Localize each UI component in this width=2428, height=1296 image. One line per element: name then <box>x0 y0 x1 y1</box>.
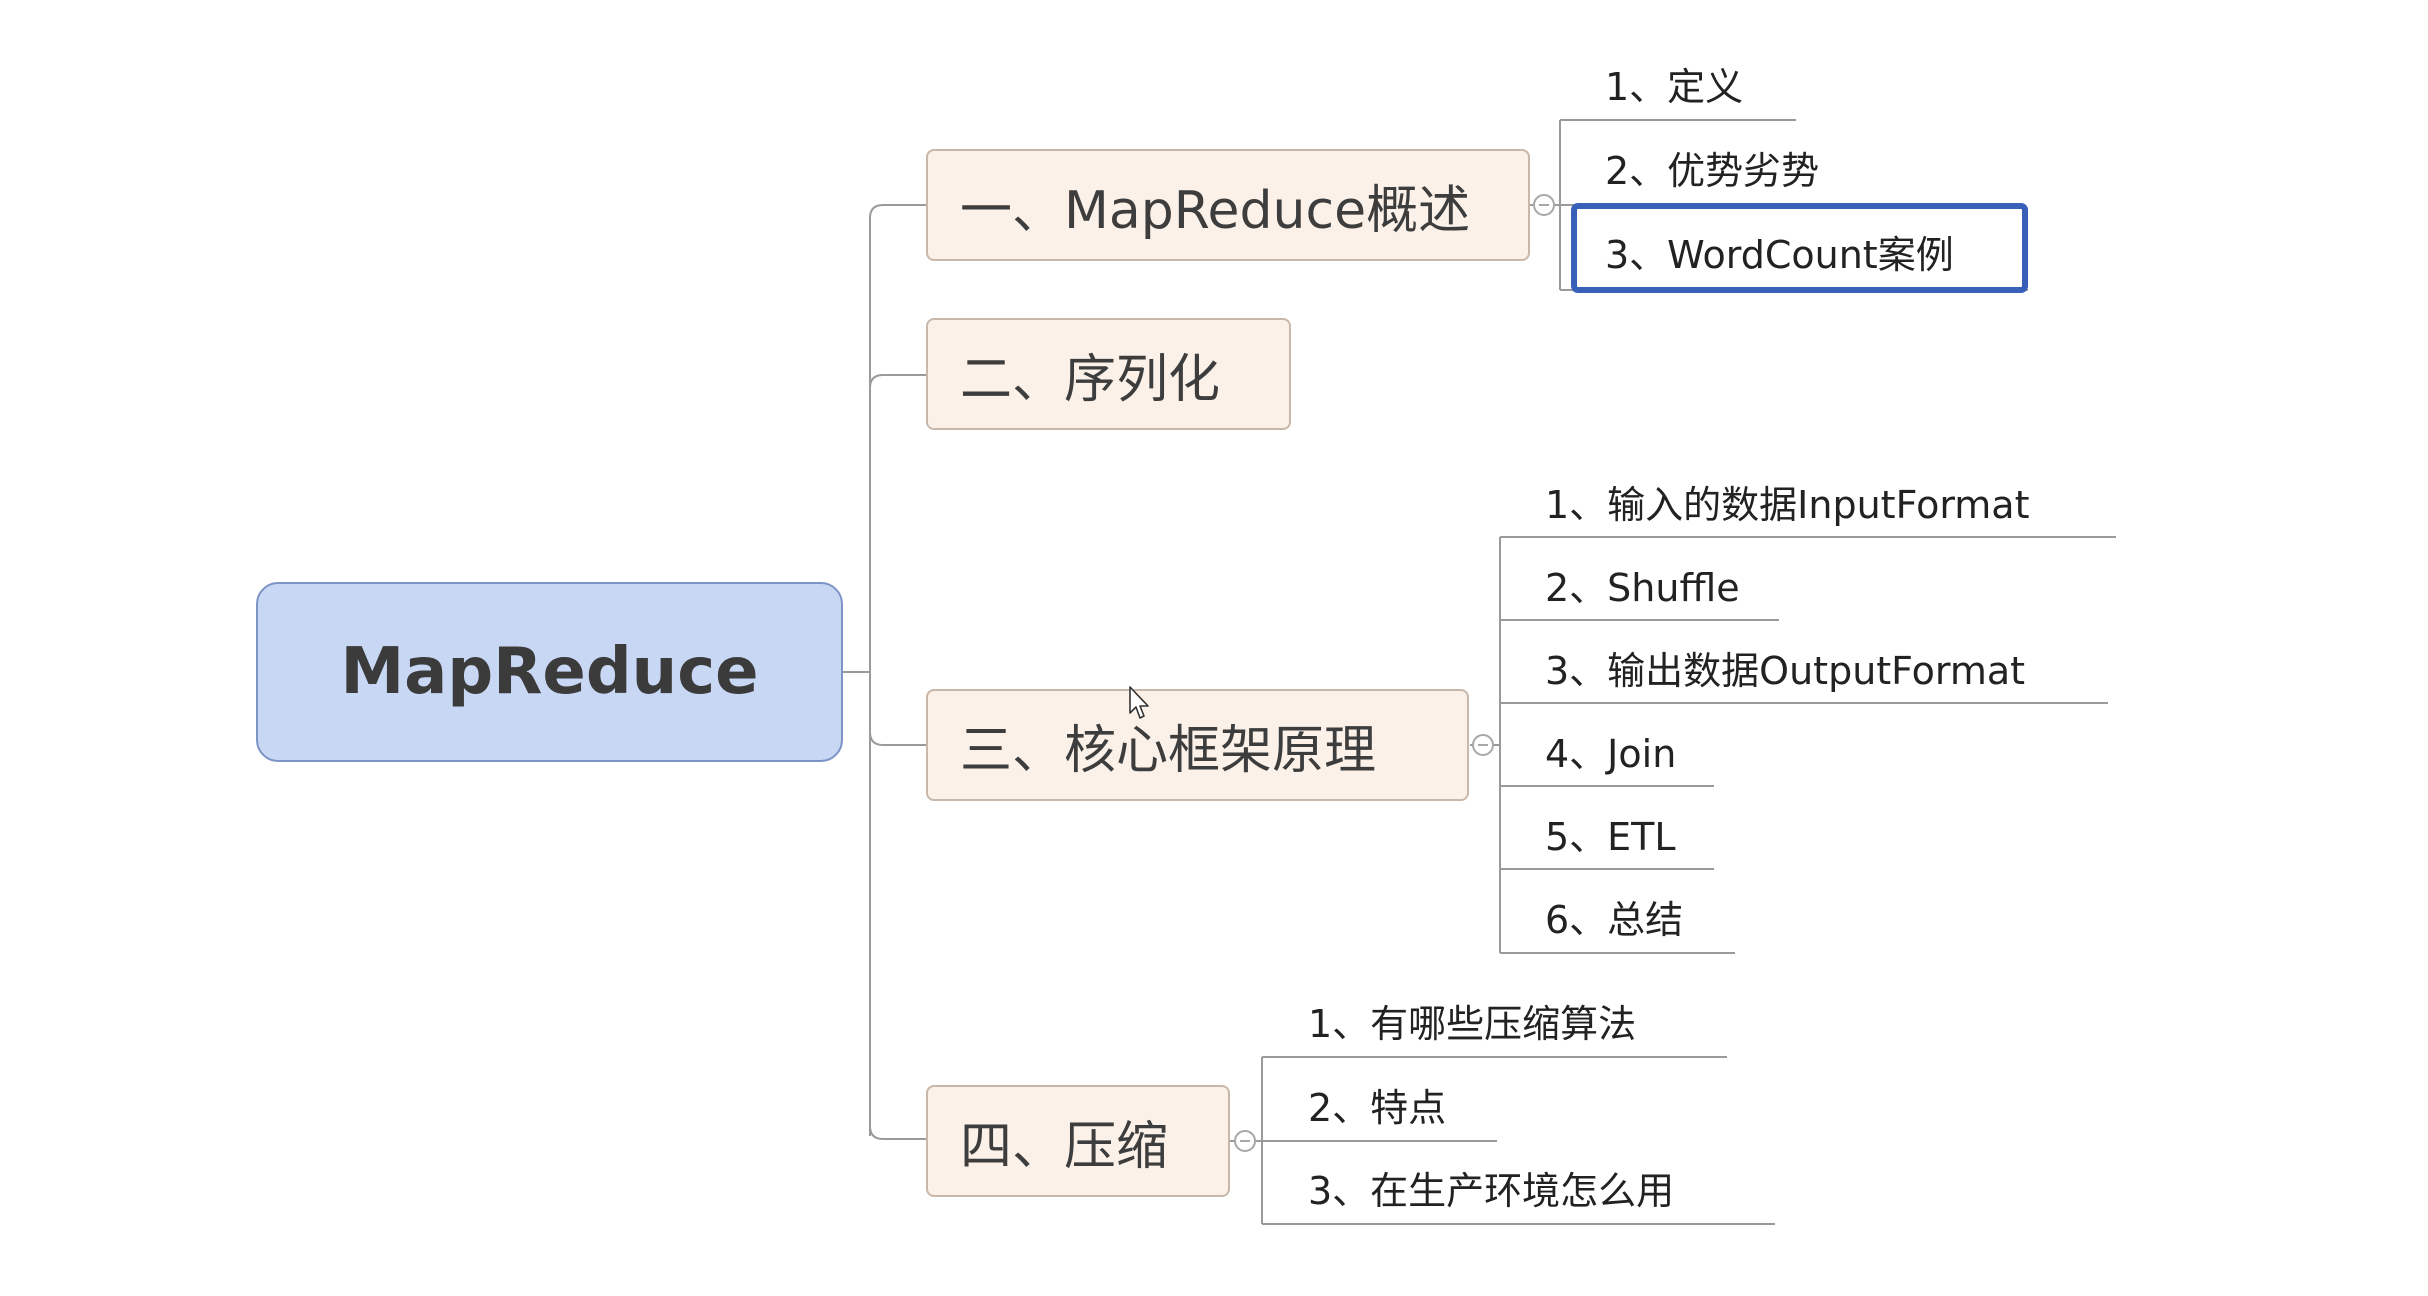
leaf-node-pros-cons[interactable]: 2、优势劣势 <box>1605 149 1820 193</box>
leaf-node-etl[interactable]: 5、ETL <box>1545 815 1676 859</box>
root-node[interactable]: MapReduce <box>256 582 843 762</box>
branch-node-label: 二、序列化 <box>960 349 1221 410</box>
collapse-icon[interactable] <box>1533 194 1555 216</box>
collapse-icon[interactable] <box>1472 734 1494 756</box>
branch-node-compression[interactable]: 四、压缩 <box>926 1085 1230 1197</box>
leaf-node-wordcount[interactable]: 3、WordCount案例 <box>1605 233 1954 277</box>
mouse-cursor-icon <box>1129 686 1149 719</box>
leaf-node-algorithms[interactable]: 1、有哪些压缩算法 <box>1308 1002 1637 1046</box>
leaf-node-production-use[interactable]: 3、在生产环境怎么用 <box>1308 1169 1675 1213</box>
leaf-node-summary[interactable]: 6、总结 <box>1545 898 1684 942</box>
connector-line <box>869 374 926 389</box>
branch-node-core-framework[interactable]: 三、核心框架原理 <box>926 689 1469 801</box>
branch-node-serialization[interactable]: 二、序列化 <box>926 318 1291 430</box>
leaf-node-features[interactable]: 2、特点 <box>1308 1086 1447 1130</box>
branch-node-label: 三、核心框架原理 <box>960 720 1377 781</box>
leaf-node-outputformat[interactable]: 3、输出数据OutputFormat <box>1545 649 2026 693</box>
branch-node-overview[interactable]: 一、MapReduce概述 <box>926 149 1530 261</box>
leaf-node-shuffle[interactable]: 2、Shuffle <box>1545 566 1740 610</box>
leaf-node-definition[interactable]: 1、定义 <box>1605 65 1744 109</box>
leaf-node-join[interactable]: 4、Join <box>1545 732 1677 776</box>
selection-highlight <box>1571 203 2028 293</box>
connector-line <box>869 1125 926 1140</box>
connector-line <box>869 731 926 746</box>
branch-node-label: 四、压缩 <box>960 1116 1169 1177</box>
leaf-node-inputformat[interactable]: 1、输入的数据InputFormat <box>1545 483 2030 527</box>
branch-node-label: 一、MapReduce概述 <box>960 180 1471 241</box>
collapse-icon[interactable] <box>1234 1130 1256 1152</box>
root-node-label: MapReduce <box>340 635 759 709</box>
connector-line <box>869 204 926 219</box>
